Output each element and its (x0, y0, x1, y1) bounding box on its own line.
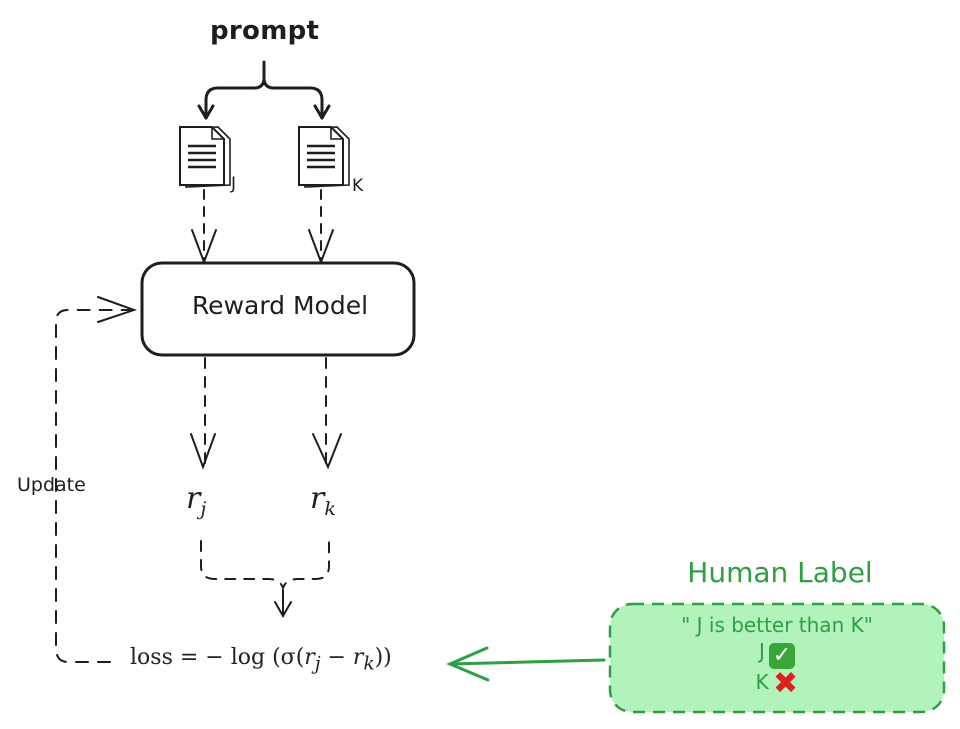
prompt-brace-arrow (197, 60, 331, 120)
loss-eq: = − log (172, 645, 273, 670)
reward-j-sub: j (200, 498, 207, 520)
reward-k-sub: k (324, 498, 336, 520)
update-label: Update (17, 474, 86, 496)
human-label-to-loss-arrow (446, 646, 606, 682)
reward-model-label: Reward Model (191, 291, 369, 320)
model-to-reward-arrows (190, 357, 342, 470)
human-label-statement: " J is better than K" (681, 613, 873, 637)
cross-mark-icon: ✖ (772, 666, 799, 701)
item-k-tag: K (755, 670, 769, 694)
loss-r2: r (352, 645, 364, 670)
human-label-item-k: K✖ (610, 666, 944, 701)
human-label-item-j: J✓ (610, 638, 944, 669)
reward-k-base: r (310, 481, 325, 516)
document-k-tag: K (352, 176, 364, 196)
reward-j-base: r (186, 481, 201, 516)
reward-model-box (140, 261, 416, 357)
human-label-title: Human Label (687, 556, 873, 589)
loss-open: (σ( (272, 645, 305, 670)
doc-to-model-arrows (191, 189, 334, 265)
loss-r1: r (304, 645, 315, 670)
document-j-tag: J (231, 174, 237, 194)
reward-combine-brace (200, 540, 330, 619)
loss-minus: − (320, 645, 353, 670)
reward-k: rk (310, 481, 336, 520)
reward-j: rj (186, 481, 206, 520)
update-loop-arrow (55, 296, 138, 663)
human-label-content: " J is better than K" J✓ K✖ (610, 604, 944, 712)
loss-lhs: loss (130, 645, 173, 670)
loss-s1: j (314, 653, 321, 675)
document-j-icon (178, 125, 232, 189)
item-j-tag: J (759, 639, 765, 663)
document-k-icon (297, 125, 351, 189)
loss-close: )) (374, 645, 392, 670)
check-mark-icon: ✓ (768, 643, 795, 669)
loss-formula: loss = − log (σ(rj − rk)) (130, 645, 392, 674)
prompt-label: prompt (210, 16, 320, 46)
loss-s2: k (363, 653, 375, 675)
